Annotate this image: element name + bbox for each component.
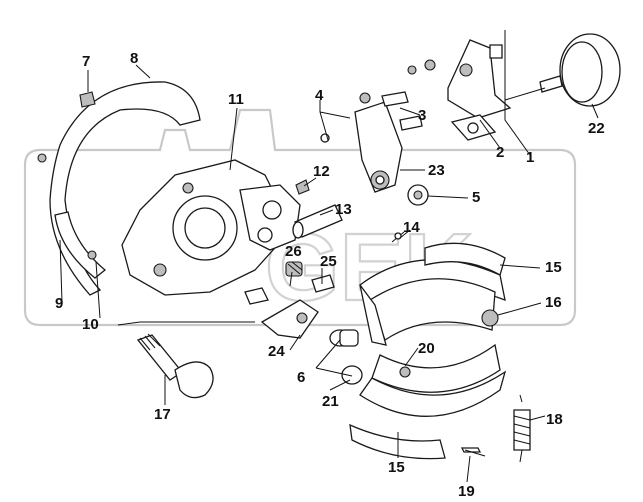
washer-part-5	[407, 184, 429, 206]
callout-18: 18	[546, 411, 563, 428]
brake-chamber-part-22	[504, 33, 621, 107]
roller-part-6	[329, 329, 359, 347]
dust-shield-part-8	[49, 81, 201, 296]
roller-part-21	[341, 365, 363, 385]
screw-part-10	[87, 250, 97, 260]
callout-25: 25	[320, 253, 337, 270]
brake-carrier-part-11	[121, 159, 301, 296]
return-spring-part-18	[513, 394, 531, 463]
callout-21: 21	[322, 393, 339, 410]
spring-part-26	[285, 261, 303, 277]
callout-16: 16	[545, 294, 562, 311]
callout-2: 2	[496, 144, 504, 161]
callouts: 1 2 3 4 5 6 7 8 9 10 11 12 13 14 15 15 1…	[55, 50, 605, 500]
nut-part-4	[320, 59, 436, 143]
callout-15-top: 15	[545, 259, 562, 276]
bolt-part-9	[37, 153, 47, 163]
callout-9: 9	[55, 295, 63, 312]
callout-1: 1	[526, 149, 534, 166]
callout-6: 6	[297, 369, 305, 386]
slack-adjuster-part-23	[354, 101, 403, 193]
callout-11: 11	[228, 91, 244, 108]
leader-lines	[59, 30, 599, 483]
callout-22: 22	[588, 120, 605, 137]
bolt-part-7	[79, 91, 96, 108]
lining-part-15-top	[424, 242, 506, 276]
chamber-bracket-part-1	[447, 39, 512, 119]
callout-15-bottom: 15	[388, 459, 405, 476]
callout-23: 23	[428, 162, 445, 179]
pin-part-14	[391, 231, 405, 243]
callout-14: 14	[403, 219, 420, 236]
anchor-pin-part-19	[460, 447, 486, 457]
bolt-part-3	[381, 91, 423, 131]
callout-10: 10	[82, 316, 99, 333]
callout-24: 24	[268, 343, 285, 360]
callout-8: 8	[130, 50, 138, 67]
s-camshaft-part-17	[136, 333, 214, 399]
gasket-part-2	[450, 114, 497, 141]
callout-19: 19	[458, 483, 475, 500]
brake-shoe-assembly	[359, 259, 507, 417]
clip-part-25	[311, 274, 335, 293]
callout-20: 20	[418, 340, 435, 357]
callout-26: 26	[285, 243, 302, 260]
callout-4: 4	[315, 87, 324, 104]
callout-12: 12	[313, 163, 330, 180]
spring-bracket-part-24	[244, 287, 319, 339]
grease-fitting-part-12	[295, 179, 310, 195]
camshaft-pin-part-13	[292, 204, 343, 239]
callout-3: 3	[418, 107, 426, 124]
callout-13: 13	[335, 201, 352, 218]
callout-5: 5	[472, 189, 480, 206]
callout-17: 17	[154, 406, 171, 423]
callout-7: 7	[82, 53, 90, 70]
